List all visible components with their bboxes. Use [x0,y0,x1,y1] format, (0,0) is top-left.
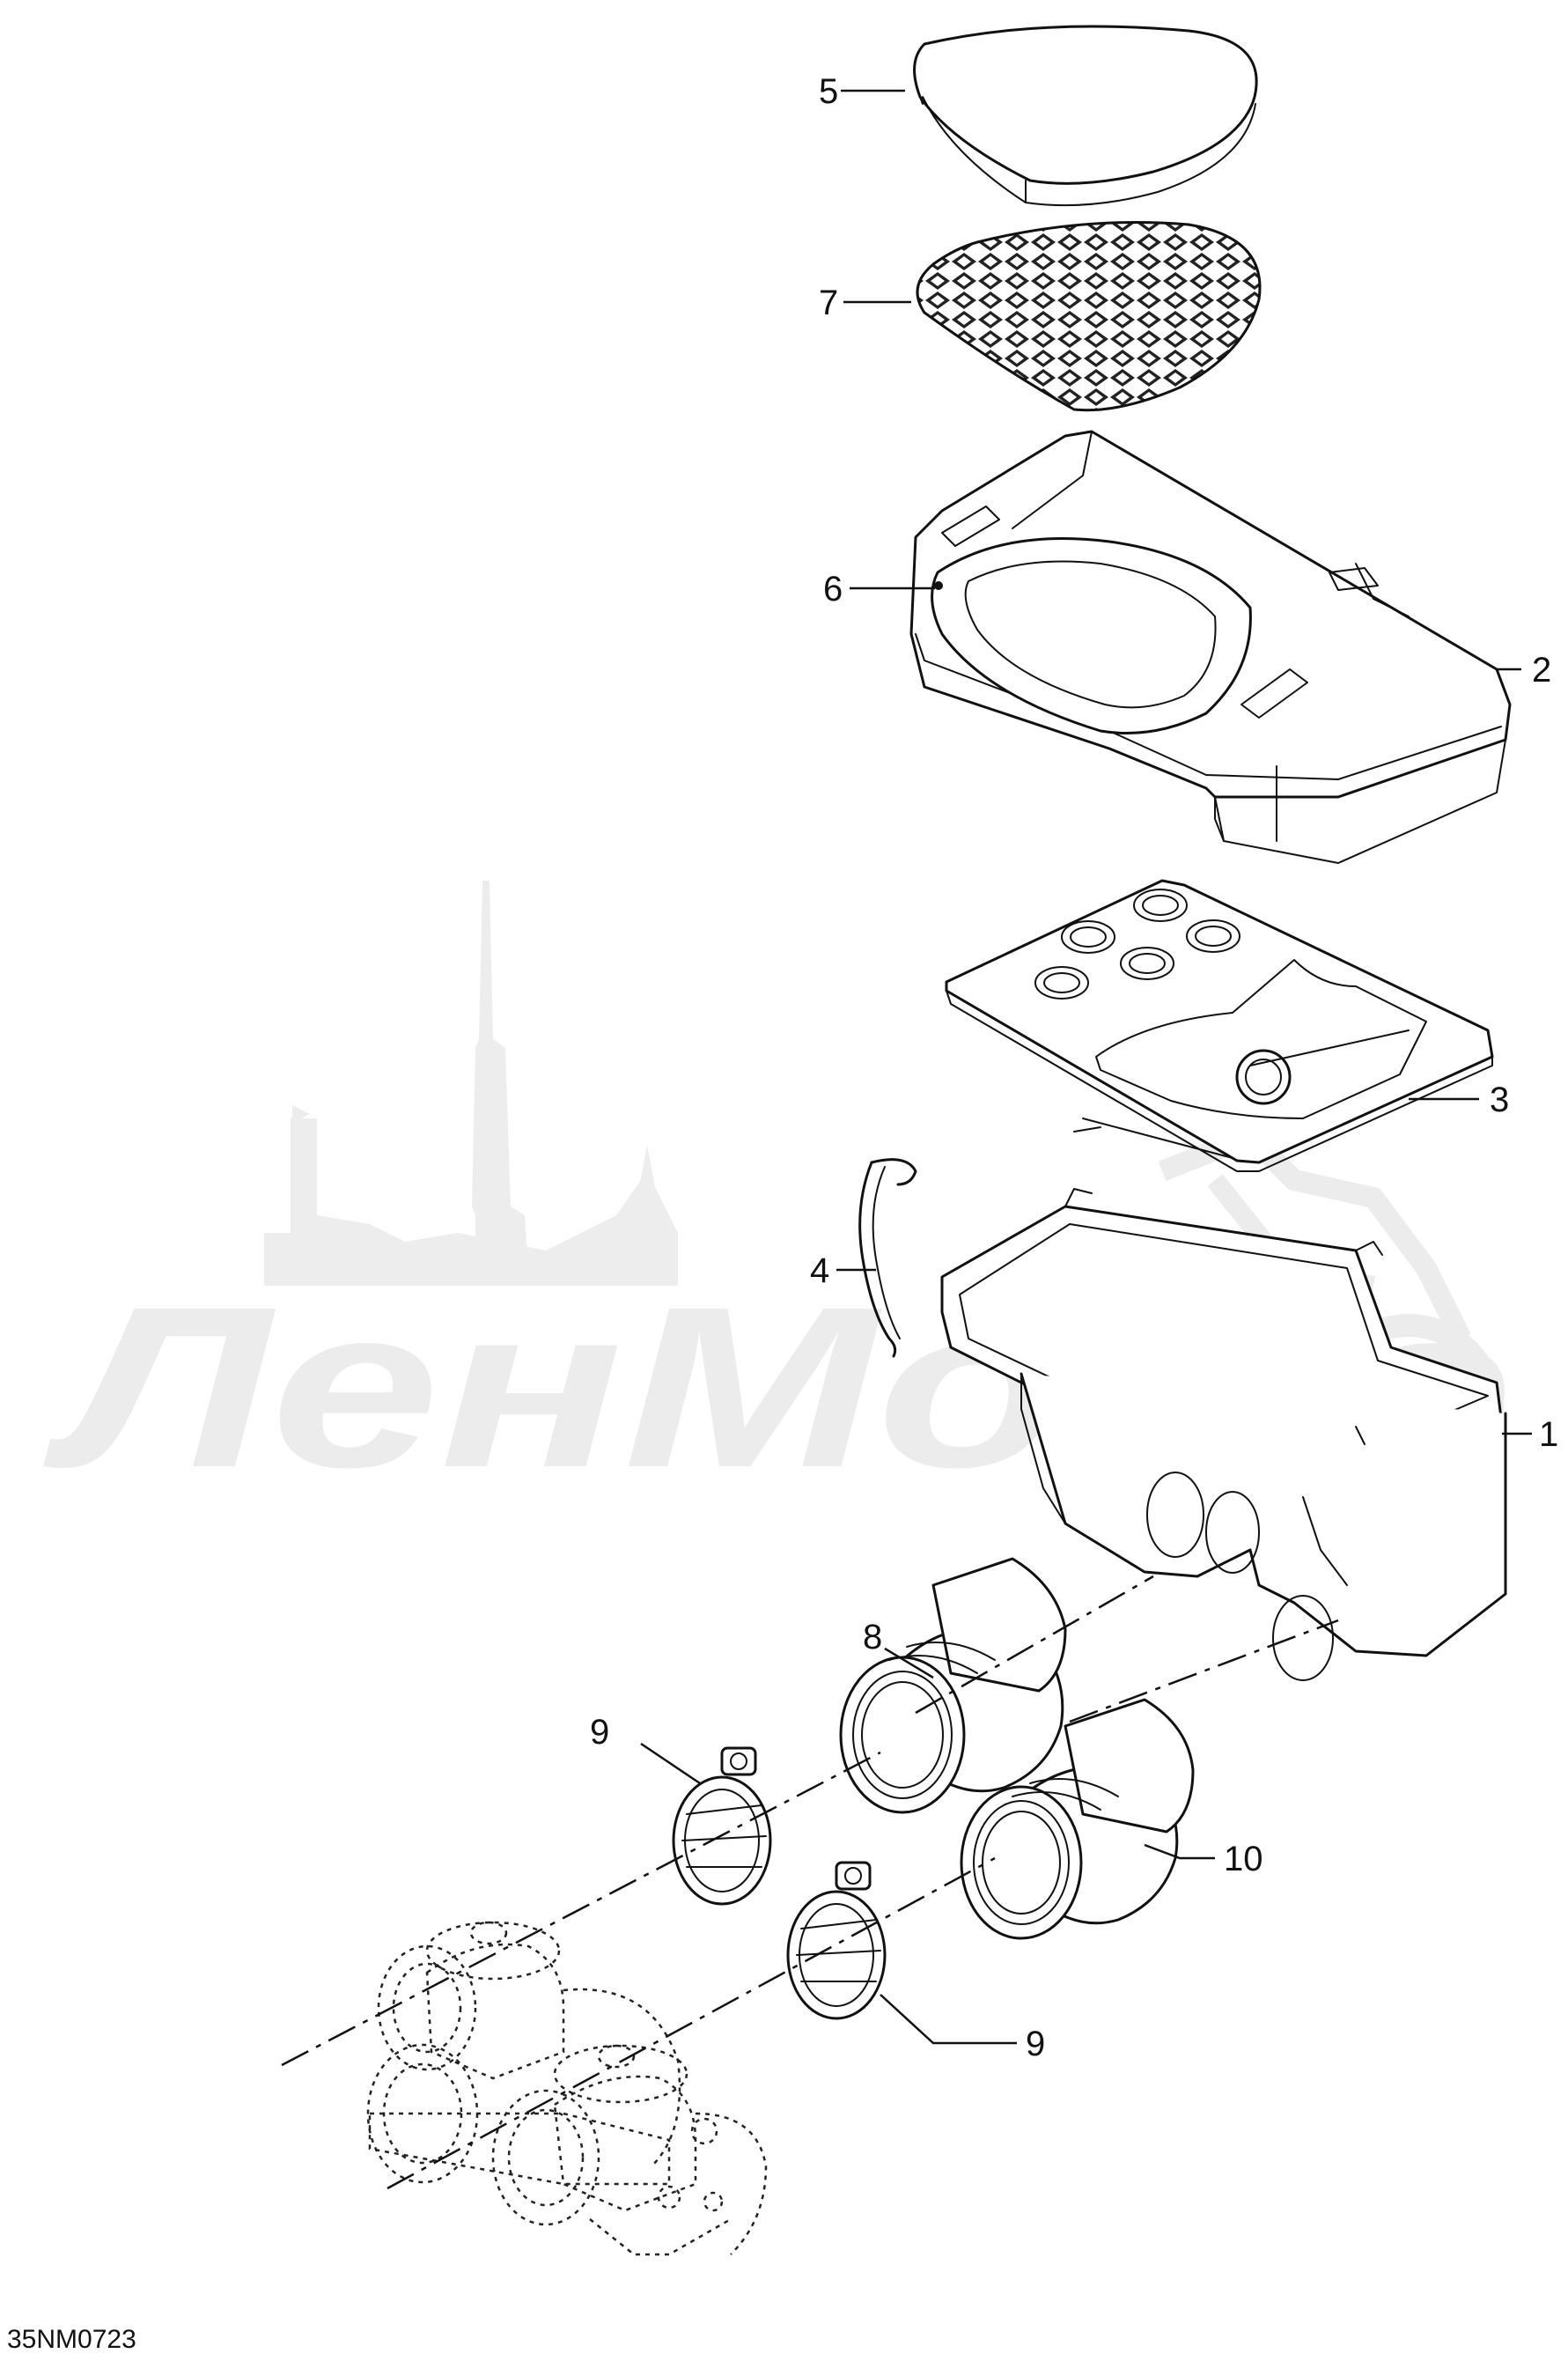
part-9-clamp-lower [786,1861,887,2020]
callout-1: 1 [1539,1415,1558,1454]
callout-8: 8 [863,1618,882,1656]
part-9-clamp-upper [672,1746,772,1906]
part-1-airbox [940,1188,1507,1681]
callout-10: 10 [1224,1840,1263,1878]
callout-7: 7 [819,284,838,322]
part-3-silencer-tray [945,879,1494,1172]
callout-6: 6 [823,570,843,609]
carburetor-assembly [366,1921,768,2256]
part-7-mesh-screen [916,221,1262,412]
callout-2: 2 [1532,651,1551,690]
callout-3: 3 [1490,1081,1509,1119]
part-6-gasket [931,537,1252,734]
part-10-intake-boot [960,1698,1195,1940]
leader-lines [640,89,1532,2045]
callout-4: 4 [810,1251,829,1290]
assembly-center-lines [281,1575,1339,2190]
silencer-holes [1034,889,1240,1000]
callout-labels: 5 7 6 2 3 4 1 8 9 10 9 [590,72,1558,2063]
part-5-foam-prefilter [913,25,1258,207]
part-8-intake-boot [839,1557,1067,1814]
part-4-spring-clip [858,1158,917,1358]
callout-9a: 9 [590,1713,609,1752]
callout-9b: 9 [1026,2025,1045,2063]
callout-5: 5 [819,72,838,111]
diagram-reference-code: 35NM0723 [7,2325,136,2354]
watermark-skyline [264,881,678,1286]
